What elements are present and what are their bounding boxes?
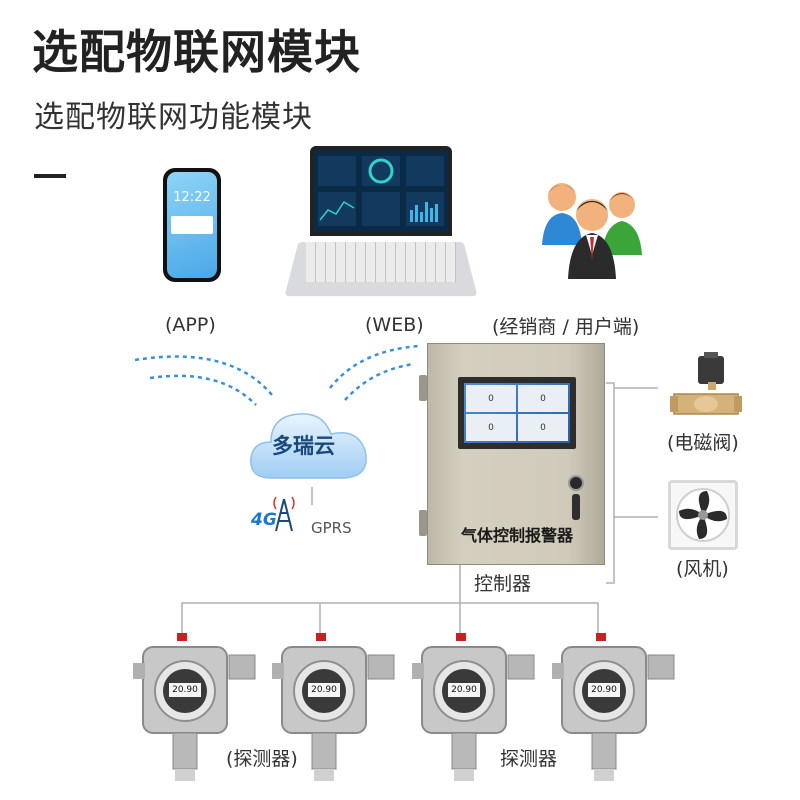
exhaust-fan-icon — [668, 480, 738, 550]
cloud-icon — [250, 413, 367, 479]
detector-readout: 20.90 — [591, 685, 617, 695]
gas-controller-cabinet: 0 0 0 0 气体控制报警器 — [427, 343, 605, 565]
gas-detector: 20.90 — [552, 633, 682, 783]
page-subtitle: 选配物联网功能模块 — [34, 100, 313, 135]
users-label: (经销商 / 用户端) — [492, 316, 640, 338]
cabinet-handle — [572, 494, 580, 520]
page-title: 选配物联网模块 — [32, 25, 361, 79]
users-group-icon — [542, 183, 642, 279]
laptop-icon — [284, 146, 478, 304]
title-divider — [34, 174, 66, 178]
gas-detector-graphic — [133, 633, 256, 781]
lock-icon — [568, 475, 584, 491]
gas-detector-graphic — [272, 633, 395, 781]
solenoid-valve-icon — [670, 352, 742, 415]
gas-detector-graphic — [552, 633, 675, 781]
gas-detector: 20.90 — [133, 633, 263, 783]
controller-hinge-top — [419, 375, 427, 401]
gas-detector-graphic — [412, 633, 535, 781]
detector-readout: 20.90 — [311, 685, 337, 695]
dashboard-screenshot — [318, 156, 444, 226]
cloud-name: 多瑞云 — [272, 434, 335, 458]
valve-label: (电磁阀) — [667, 432, 739, 454]
screen-cell: 0 — [466, 414, 516, 441]
screen-cell: 0 — [518, 385, 568, 412]
screen-cell: 0 — [466, 385, 516, 412]
screen-cell: 0 — [518, 414, 568, 441]
phone-notification — [171, 216, 213, 234]
detector-readout: 20.90 — [172, 685, 198, 695]
phone-time: 12:22 — [173, 190, 211, 205]
controller-label: 控制器 — [474, 573, 532, 595]
controller-touchscreen: 0 0 0 0 — [458, 377, 576, 449]
antenna-tower-icon — [273, 496, 295, 532]
gas-detector: 20.90 — [412, 633, 542, 783]
wifi-arc-app-inner — [149, 374, 257, 406]
wifi-arc-web — [329, 344, 421, 389]
detector-bus — [181, 602, 599, 640]
gas-detector: 20.90 — [272, 633, 402, 783]
web-label: (WEB) — [365, 314, 424, 336]
wifi-arc-app — [134, 355, 273, 396]
controller-panel-name: 气体控制报警器 — [460, 526, 573, 545]
app-label: (APP) — [165, 314, 216, 336]
controller-hinge-bottom — [419, 510, 427, 536]
detector-label-right: 探测器 — [500, 748, 558, 770]
detector-label-left: (探测器) — [226, 748, 298, 770]
4g-badge: 4G — [251, 510, 277, 530]
gprs-label: GPRS — [311, 519, 352, 537]
fan-label: (风机) — [676, 558, 729, 580]
detector-readout: 20.90 — [451, 685, 477, 695]
smartphone-icon: 12:22 — [163, 168, 221, 282]
output-bus — [606, 382, 615, 584]
